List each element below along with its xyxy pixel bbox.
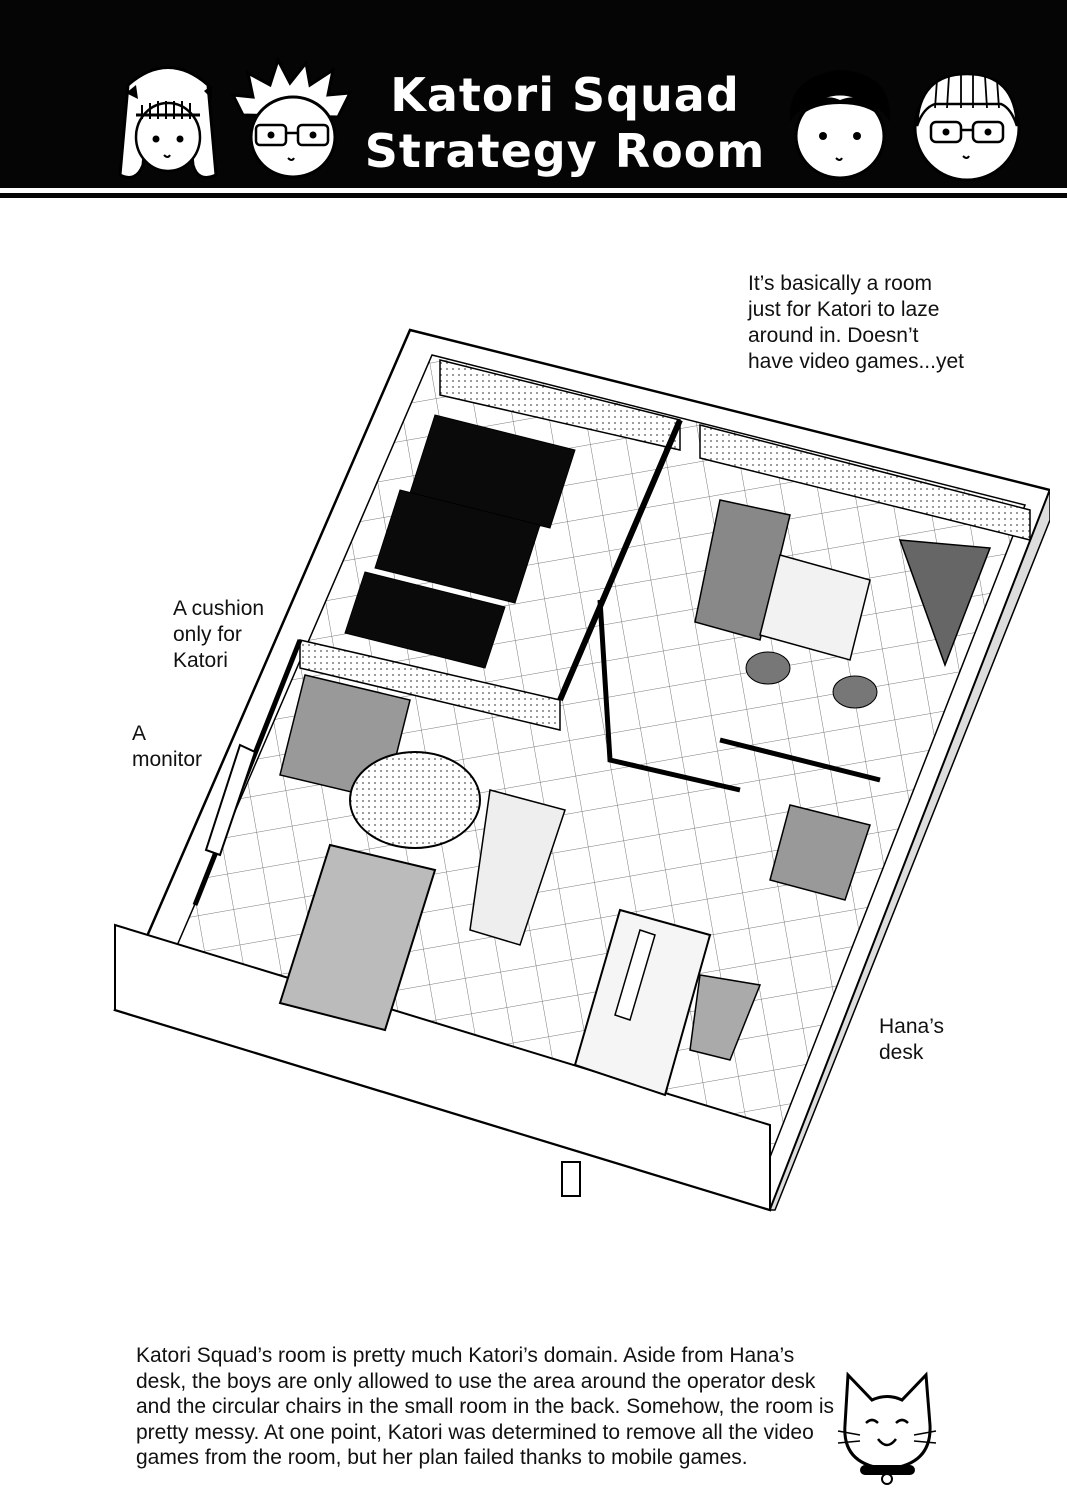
title-banner: Katori Squad Strategy Room [0, 0, 1067, 188]
header-divider [0, 193, 1067, 198]
page-subtitle: Strategy Room [364, 124, 766, 178]
caption-paragraph: Katori Squad’s room is pretty much Kator… [136, 1344, 834, 1469]
hana-face-icon [913, 72, 1021, 182]
wakamura-face-icon [230, 56, 353, 179]
annotation-back-room: It’s basically a room just for Katori to… [748, 272, 964, 373]
annotation-monitor: A monitor [132, 722, 203, 771]
floorplan-illustration [113, 328, 1050, 1212]
page-title: Katori Squad [390, 68, 740, 122]
cat-icon [837, 1371, 937, 1485]
annotation-cushion: A cushion only for Katori [173, 597, 265, 672]
katori-face-icon [118, 66, 218, 179]
annotation-hana-desk: Hana’s desk [879, 1015, 944, 1064]
miura-face-icon [789, 70, 891, 180]
